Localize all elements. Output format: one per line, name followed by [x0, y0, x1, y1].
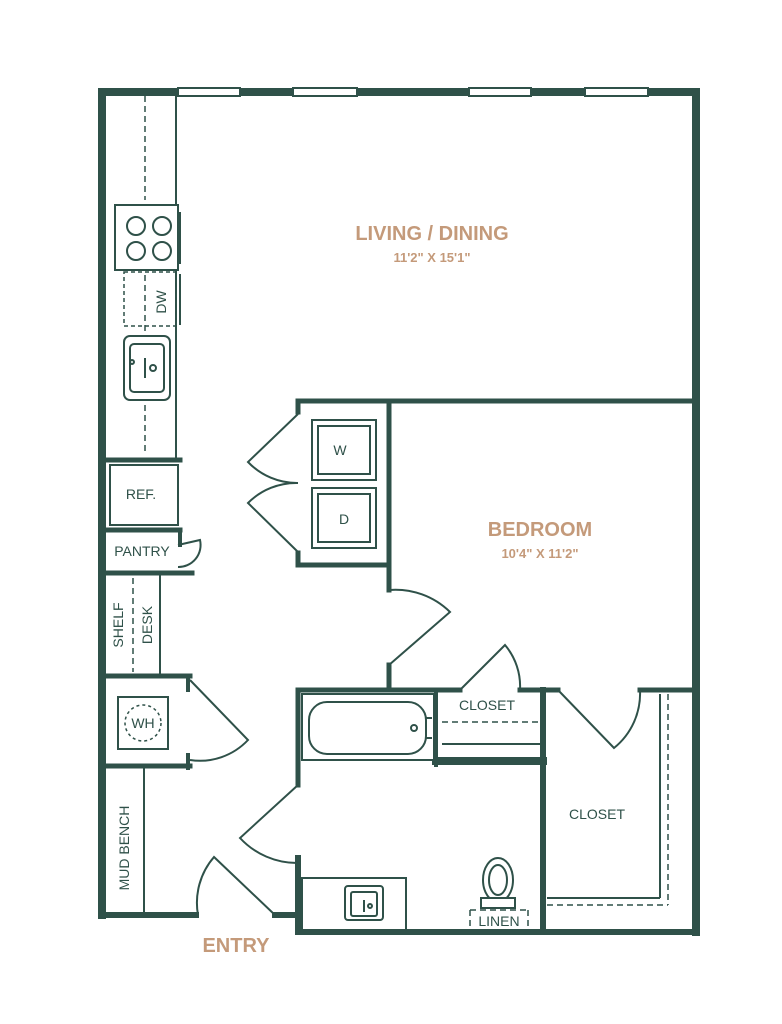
bath-closet-label: CLOSET — [459, 697, 515, 713]
desk-label: DESK — [139, 605, 155, 644]
water-heater-label: WH — [131, 715, 154, 731]
mud-bench-label: MUD BENCH — [116, 806, 132, 891]
shelf-desk: SHELF DESK — [110, 602, 155, 647]
kitchen-sink-icon — [123, 335, 171, 401]
windows — [177, 87, 649, 97]
bath-sink-icon — [344, 885, 384, 921]
window — [292, 87, 358, 97]
entry-label: ENTRY — [202, 935, 270, 957]
window — [177, 87, 241, 97]
exterior-walls — [98, 88, 700, 936]
bath-closet-door[interactable] — [459, 643, 522, 691]
water-heater: WH — [117, 679, 250, 762]
refrigerator-box — [109, 464, 179, 526]
dishwasher-label: DW — [153, 290, 169, 314]
pantry: PANTRY — [114, 538, 202, 569]
laundry-door-bottom — [246, 481, 299, 553]
stove-icon — [114, 204, 181, 271]
bedroom-door[interactable] — [388, 588, 452, 666]
bedroom-closet: CLOSET — [547, 689, 669, 906]
bedroom-dims: 10'4" X 11'2" — [501, 546, 578, 561]
washer-label: W — [333, 442, 347, 458]
bedroom-title: BEDROOM — [488, 519, 592, 541]
bedroom-closet-label: CLOSET — [569, 806, 625, 822]
washer-icon — [311, 419, 377, 481]
window — [468, 87, 532, 97]
window — [584, 87, 649, 97]
pantry-door — [177, 538, 202, 569]
bedroom-closet-door[interactable] — [557, 689, 642, 750]
living-dining-dims: 11'2" X 15'1" — [393, 250, 470, 265]
living-dining-title: LIVING / DINING — [355, 223, 508, 245]
interior-walls — [101, 94, 699, 935]
water-heater-door — [189, 679, 250, 762]
entry-door[interactable] — [195, 855, 276, 916]
toilet-icon — [480, 857, 516, 909]
bathroom: LINEN — [238, 693, 529, 931]
dishwasher: DW — [123, 271, 181, 327]
pantry-label: PANTRY — [114, 543, 170, 559]
shelf-label: SHELF — [110, 602, 126, 647]
dryer-icon — [311, 487, 377, 549]
bathtub-icon — [301, 693, 435, 761]
refrigerator-label: REF. — [126, 486, 156, 502]
dryer-label: D — [339, 511, 349, 527]
bath-door[interactable] — [238, 784, 299, 865]
kitchen: DW REF. — [114, 96, 181, 502]
linen-label: LINEN — [478, 913, 519, 929]
bath-closet: CLOSET — [442, 643, 540, 745]
laundry-closet: W D — [246, 413, 377, 553]
laundry-door-top — [246, 413, 299, 485]
